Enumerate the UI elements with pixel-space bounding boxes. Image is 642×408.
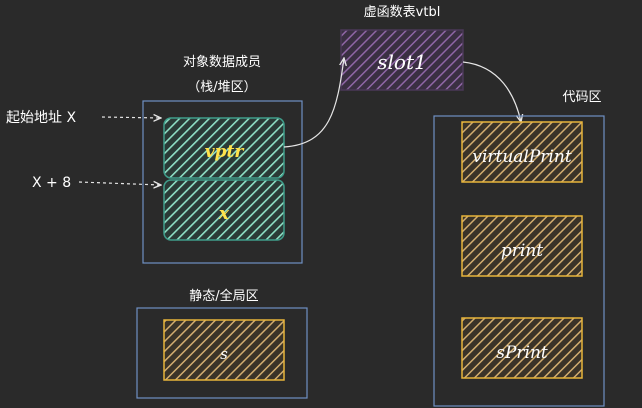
vtbl-to-code-arrow [462,61,521,122]
vtbl-slot-label: slot1 [377,50,426,74]
vptr-to-vtbl-arrow [283,58,344,148]
static-region [136,307,308,399]
vptr-cell [163,117,285,179]
vptr-label: vptr [205,142,245,162]
static-var-label: s [220,345,228,363]
object-subtitle: （栈/堆区） [187,80,256,95]
sprint-cell [461,317,583,379]
vtbl-title: 虚函数表vtbl [364,5,441,20]
vtbl-slot-box [340,29,464,91]
object-region [142,100,303,264]
code-title: 代码区 [562,90,601,105]
static-var-cell [163,319,285,381]
object-title: 对象数据成员 [183,55,261,70]
x-member-cell [163,179,285,241]
virtual-print-cell [461,121,583,183]
code-region [433,115,605,407]
offset-address-label: X + 8 [32,175,71,191]
sprint-label: sPrint [496,343,548,363]
print-label: print [501,241,543,261]
offset-address-arrow [78,182,161,185]
start-address-arrow [101,117,161,118]
virtual-print-label: virtualPrint [472,147,571,167]
start-address-label: 起始地址 X [6,110,76,126]
x-member-label: x [218,204,230,224]
static-title: 静态/全局区 [189,288,258,304]
print-cell [461,215,583,277]
